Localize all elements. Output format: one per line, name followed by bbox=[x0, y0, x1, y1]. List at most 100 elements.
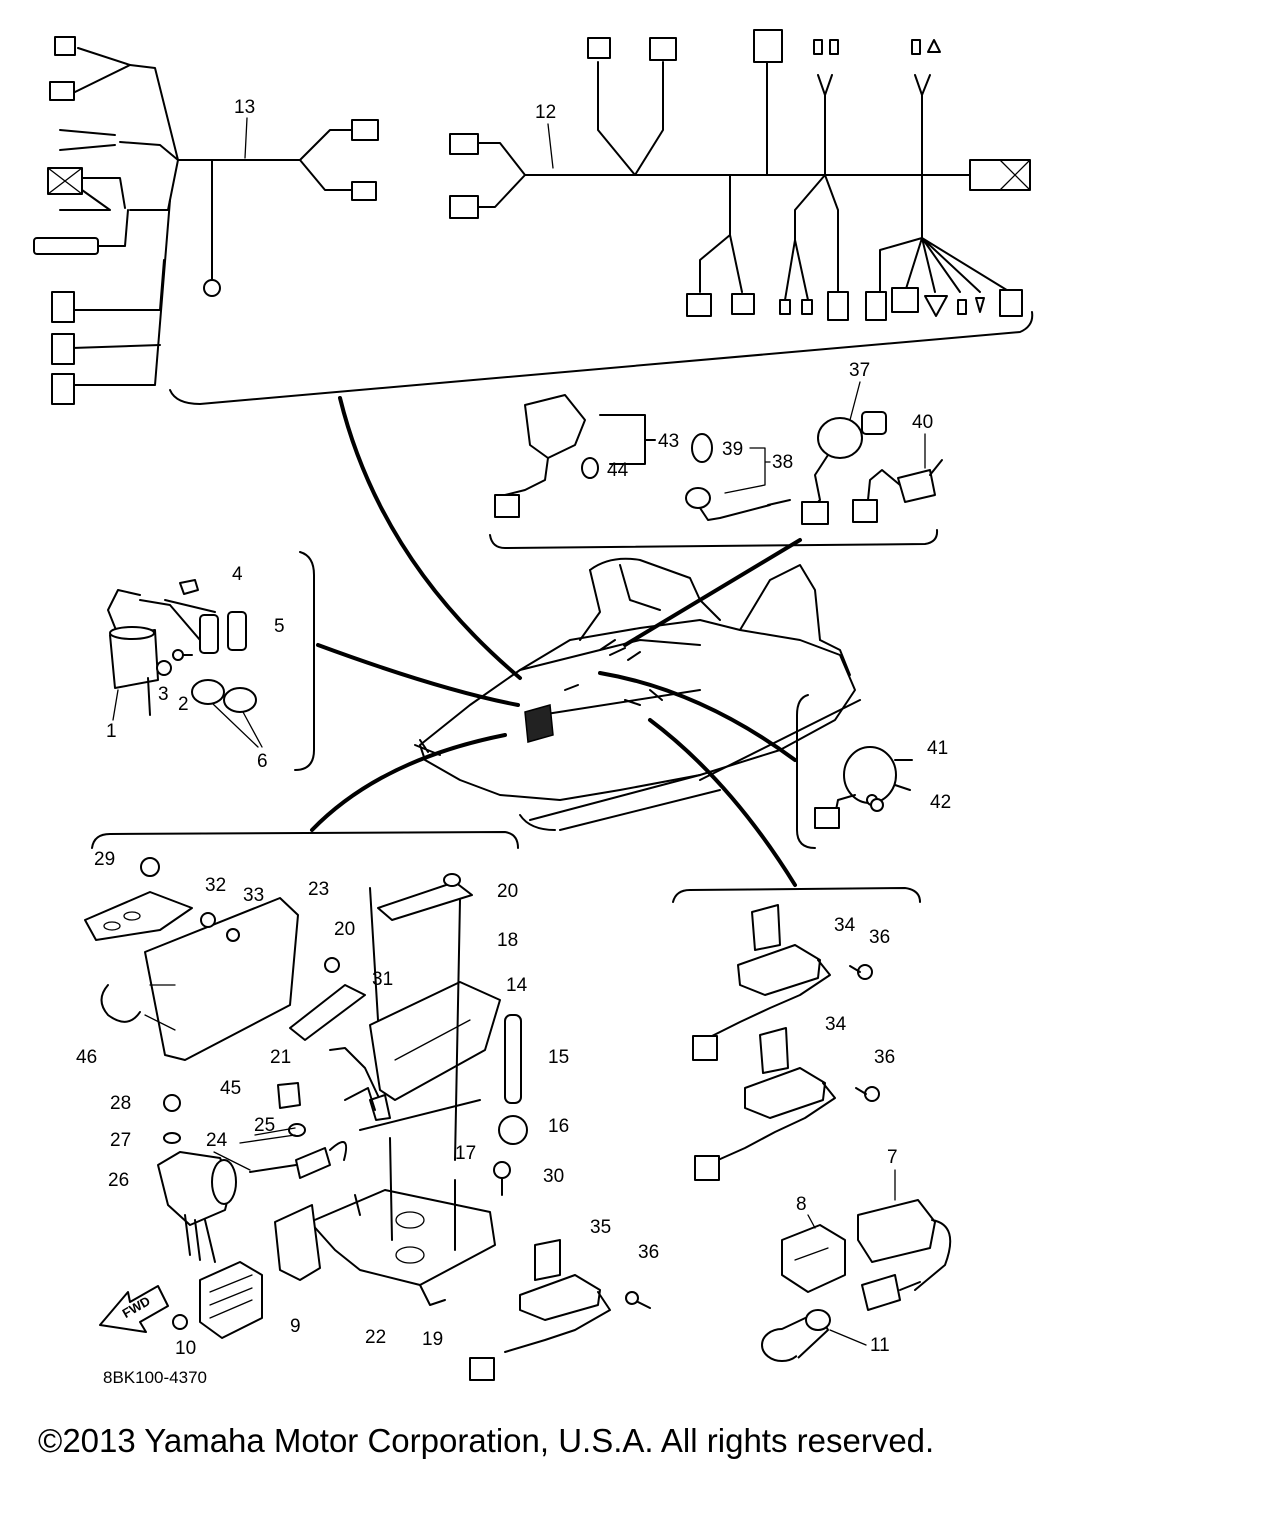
callout-18: 18 bbox=[497, 930, 518, 951]
part-19-bracket bbox=[419, 1284, 446, 1306]
harness-panel: 13 12 bbox=[33, 29, 1034, 405]
part-38-socket bbox=[685, 487, 791, 521]
part-3-washer bbox=[156, 660, 172, 676]
part-29-bracket-plate bbox=[84, 891, 193, 941]
part-15-rod bbox=[504, 1014, 522, 1104]
callout-20: 20 bbox=[334, 919, 355, 940]
part-20-nut bbox=[324, 957, 340, 973]
pointer-lines bbox=[310, 396, 802, 887]
callout-39: 39 bbox=[722, 439, 743, 460]
snowmobile-illustration bbox=[414, 557, 861, 831]
callout-38: 38 bbox=[772, 452, 793, 473]
callout-36-middle: 36 bbox=[874, 1047, 895, 1068]
part-36-bolt-a bbox=[857, 964, 873, 980]
part-4-clip bbox=[179, 579, 199, 595]
callout-45: 45 bbox=[220, 1078, 241, 1099]
part-24-sensor bbox=[249, 1141, 348, 1179]
part-42-nut bbox=[870, 798, 884, 812]
callout-2: 2 bbox=[178, 694, 189, 715]
switch-panel: 44 43 39 38 37 40 bbox=[489, 360, 943, 549]
callout-34-lower: 34 bbox=[825, 1014, 847, 1035]
part-39-bulb bbox=[691, 433, 713, 463]
callout-35: 35 bbox=[590, 1217, 611, 1238]
callout-3: 3 bbox=[158, 684, 169, 705]
part-18-bracket bbox=[377, 881, 473, 921]
relay-panel-bracket bbox=[796, 694, 816, 849]
part-37-main-switch bbox=[801, 411, 887, 525]
callout-20-upper: 20 bbox=[497, 881, 518, 902]
relay-panel: 41 42 bbox=[796, 694, 951, 849]
wiring-parts-diagram: 13 12 44 43 39 38 37 bbox=[33, 29, 1034, 1387]
callout-46: 46 bbox=[76, 1047, 97, 1068]
part-9-regulator bbox=[199, 1261, 263, 1339]
callout-36-upper: 36 bbox=[869, 927, 890, 948]
cdi-panel: FWD 29 32 33 23 20 18 20 31 14 46 21 15 … bbox=[76, 831, 659, 1387]
callout-25: 25 bbox=[254, 1115, 275, 1136]
callout-43: 43 bbox=[658, 431, 679, 452]
callout-29: 29 bbox=[94, 849, 115, 870]
callout-41: 41 bbox=[927, 738, 948, 759]
callout-13: 13 bbox=[234, 97, 255, 118]
fwd-arrow: FWD bbox=[99, 1285, 169, 1333]
part-8-cover bbox=[781, 1224, 846, 1293]
callout-10: 10 bbox=[175, 1338, 196, 1359]
part-6-grommet bbox=[191, 679, 225, 705]
part-46-clamp bbox=[100, 984, 141, 1023]
part-5-plug-cap bbox=[164, 599, 247, 654]
part-28-nut bbox=[163, 1094, 181, 1112]
callout-44: 44 bbox=[607, 460, 629, 481]
callout-24: 24 bbox=[206, 1130, 228, 1151]
part-40-toggle-switch bbox=[852, 459, 943, 523]
part-22-mount-bracket bbox=[274, 1137, 496, 1286]
callout-34-upper: 34 bbox=[834, 915, 856, 936]
switch-panel-bracket bbox=[489, 529, 939, 549]
callout-21: 21 bbox=[270, 1047, 291, 1068]
callout-33: 33 bbox=[243, 885, 264, 906]
part-30-bolt bbox=[493, 1161, 511, 1196]
callout-28: 28 bbox=[110, 1093, 131, 1114]
copyright-notice: ©2013 Yamaha Motor Corporation, U.S.A. A… bbox=[38, 1422, 935, 1459]
callout-23: 23 bbox=[308, 879, 329, 900]
callout-8: 8 bbox=[796, 1194, 807, 1215]
callout-17: 17 bbox=[455, 1143, 476, 1164]
coil-panel-bracket bbox=[294, 551, 315, 771]
harness-panel-bracket bbox=[169, 311, 1034, 405]
part-35-switch bbox=[469, 1239, 611, 1381]
callout-4: 4 bbox=[232, 564, 243, 585]
coil-panel: 4 5 3 2 1 6 bbox=[106, 551, 315, 772]
callout-5: 5 bbox=[274, 616, 285, 637]
part-7-unit bbox=[857, 1199, 952, 1291]
wire-harness-13 bbox=[33, 36, 379, 405]
part-34-switch-upper bbox=[692, 904, 831, 1061]
callout-31: 31 bbox=[372, 969, 393, 990]
part-31-plate bbox=[289, 984, 366, 1041]
sensor-panel-bracket bbox=[672, 887, 921, 903]
part-26-rectifier bbox=[157, 1151, 237, 1263]
callout-1: 1 bbox=[106, 721, 117, 742]
part-23-cover bbox=[144, 897, 299, 1061]
part-29-nut bbox=[140, 857, 160, 877]
part-33-washer bbox=[226, 928, 240, 942]
sensor-panel: 34 36 34 36 7 8 11 bbox=[672, 887, 952, 1362]
callout-14: 14 bbox=[506, 975, 528, 996]
part-14-cdi-unit bbox=[369, 981, 501, 1101]
part-36-bolt-b bbox=[864, 1086, 880, 1102]
callout-11: 11 bbox=[870, 1335, 890, 1356]
part-20-nut-upper bbox=[443, 873, 461, 887]
callout-36-lower: 36 bbox=[638, 1242, 659, 1263]
part-11-sleeve bbox=[761, 1309, 831, 1362]
part-41-starter-relay bbox=[814, 746, 913, 829]
cdi-panel-bracket bbox=[91, 831, 519, 849]
callout-6: 6 bbox=[257, 751, 268, 772]
part-code: 8BK100-4370 bbox=[103, 1368, 207, 1387]
callout-7: 7 bbox=[887, 1147, 898, 1168]
part-45-pad bbox=[277, 1082, 301, 1109]
callout-9: 9 bbox=[290, 1316, 301, 1337]
callout-22: 22 bbox=[365, 1327, 386, 1348]
callout-42: 42 bbox=[930, 792, 951, 813]
part-16-grommet bbox=[498, 1115, 528, 1145]
callout-27: 27 bbox=[110, 1130, 131, 1151]
callout-26: 26 bbox=[108, 1170, 129, 1191]
part-10-nut bbox=[172, 1314, 188, 1330]
wire-harness-12 bbox=[449, 29, 1031, 321]
